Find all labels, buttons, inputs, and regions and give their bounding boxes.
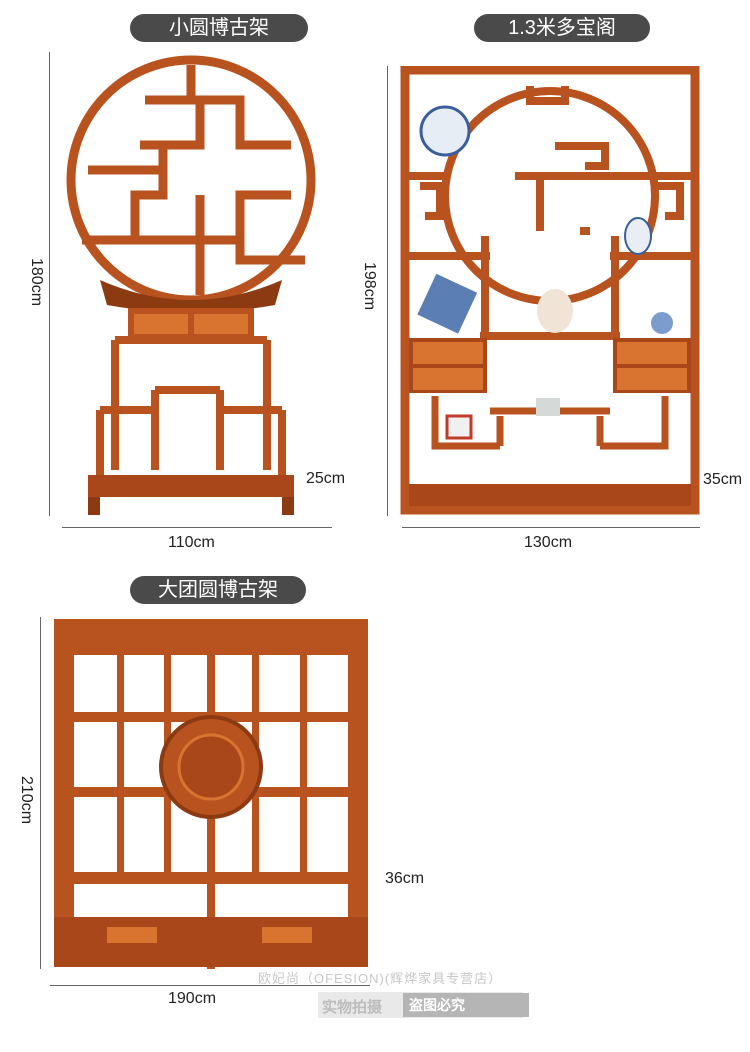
small-round-shelf-photo: [66, 55, 316, 515]
width-dimension-label: 190cm: [168, 990, 217, 1007]
curio-cabinet-photo: [400, 66, 700, 515]
width-dimension-label: 110cm: [168, 534, 215, 551]
large-reunion-shelf-photo: [54, 619, 368, 969]
real-shot-watermark: 实物拍摄: [322, 999, 383, 1016]
product-title: 1.3米多宝阁: [508, 17, 616, 39]
height-dimension-label: 210cm: [18, 776, 35, 825]
height-dimension-label: 180cm: [28, 258, 45, 307]
store-watermark: 欧妃尚（OFESION)(辉烨家具专营店）: [258, 971, 503, 986]
product-title-pill: 1.3米多宝阁: [474, 14, 650, 42]
product-title-pill: 大团圆博古架: [130, 576, 306, 604]
product-title: 大团圆博古架: [158, 579, 278, 601]
height-dimension-line: [40, 617, 41, 969]
no-copy-watermark: 盗图必究: [403, 993, 529, 1017]
width-dimension-label: 130cm: [524, 534, 573, 551]
width-dimension-line: [62, 527, 332, 528]
height-dimension-line: [49, 52, 50, 516]
depth-dimension-label: 36cm: [385, 870, 425, 887]
depth-dimension-label: 35cm: [703, 471, 743, 488]
width-dimension-line: [402, 527, 700, 528]
width-dimension-line: [50, 985, 370, 986]
product-title: 小圆博古架: [169, 17, 269, 39]
height-dimension-label: 198cm: [361, 262, 378, 311]
depth-dimension-label: 25cm: [306, 470, 346, 487]
product-title-pill: 小圆博古架: [130, 14, 308, 42]
height-dimension-line: [387, 66, 388, 516]
